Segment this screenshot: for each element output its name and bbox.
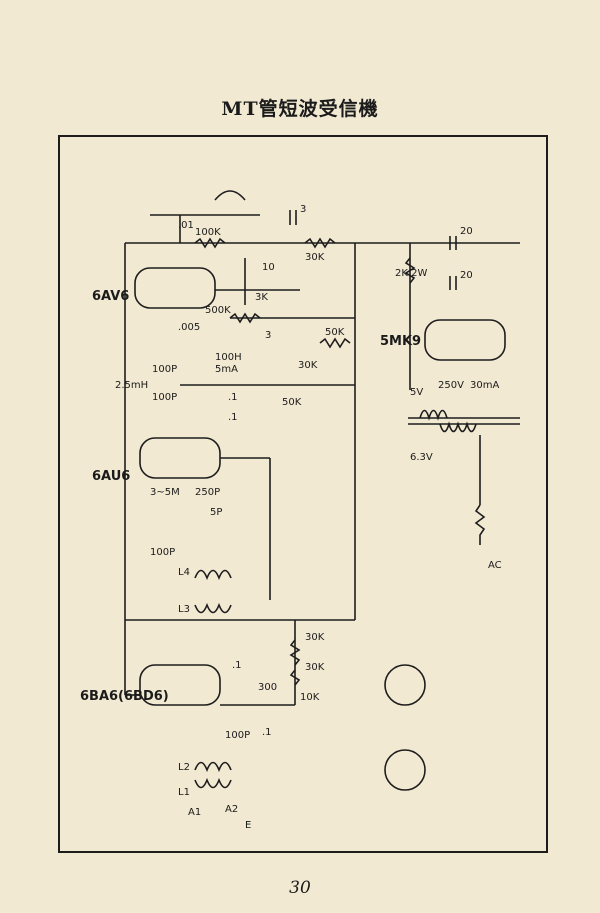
resistor-2k-2w	[404, 257, 416, 284]
label-3-b: 3	[265, 330, 271, 341]
label-10: 10	[262, 262, 275, 273]
label-50k: 50K	[325, 327, 345, 338]
socket-diagram-1	[384, 664, 426, 706]
label-100p-c: 100P	[150, 547, 175, 558]
label-100k: 100K	[195, 227, 221, 238]
label-2k-2w: 2K 2W	[395, 268, 427, 279]
label-63v: 6.3V	[410, 452, 433, 463]
transformer-primary	[419, 409, 448, 421]
coil-l2	[194, 761, 232, 773]
page-title: MT管短波受信機	[221, 98, 379, 120]
resistor-30k-d	[289, 669, 301, 686]
label-01: .01	[178, 220, 194, 231]
label-005: .005	[178, 322, 200, 333]
socket-diagram-2	[384, 749, 426, 791]
label-30ma: 30mA	[470, 380, 499, 391]
resistor-50k	[319, 337, 351, 349]
label-100p-b: 100P	[152, 392, 177, 403]
label-250v: 250V	[438, 380, 464, 391]
label-e: E	[245, 820, 251, 831]
label-a1: A1	[188, 807, 201, 818]
label-20-a: 20	[460, 226, 473, 237]
coil-l3	[194, 602, 232, 614]
label-l3: L3	[178, 604, 190, 615]
headphone-icon	[214, 190, 246, 201]
label-500k: 500K	[205, 305, 231, 316]
label-30k-d: 30K	[305, 662, 325, 673]
coil-l1	[194, 777, 232, 789]
label-30k-c: 30K	[305, 632, 325, 643]
label-3-5m: 3~5M	[150, 487, 180, 498]
label-l4: L4	[178, 567, 190, 578]
label-30k-top: 30K	[305, 252, 325, 263]
label-ac: AC	[488, 560, 502, 571]
resistor-500k	[229, 312, 261, 324]
resistor-30k-top	[304, 237, 336, 249]
label-250p: 250P	[195, 487, 220, 498]
transformer-secondary	[439, 421, 477, 433]
resistor-30k-c	[289, 639, 301, 666]
tube-6av6-envelope	[134, 267, 216, 309]
schematic-frame	[58, 135, 548, 853]
label-50k-b: 50K	[282, 397, 302, 408]
resistor-100k	[194, 237, 226, 249]
tube-6au6-envelope	[139, 437, 221, 479]
ac-cord	[474, 504, 486, 545]
label-100p-a: 100P	[152, 364, 177, 375]
label-25mh: 2.5mH	[115, 380, 148, 391]
tube-6ba6-envelope	[139, 664, 221, 706]
tube-label-5mk9: 5MK9	[380, 334, 421, 349]
label-a2: A2	[225, 804, 238, 815]
label-1-a: .1	[228, 392, 238, 403]
label-300: 300	[258, 682, 277, 693]
label-l1: L1	[178, 787, 190, 798]
tube-5mk9-envelope	[424, 319, 506, 361]
label-100p-d: 100P	[225, 730, 250, 741]
tube-label-6au6: 6AU6	[92, 469, 130, 484]
label-10k: 10K	[300, 692, 320, 703]
label-3-a: 3	[300, 204, 306, 215]
label-20-b: 20	[460, 270, 473, 281]
label-5ma: 5mA	[215, 364, 238, 375]
label-3k: 3K	[255, 292, 268, 303]
label-30k-vr: 30K	[298, 360, 318, 371]
coil-l4	[194, 569, 232, 581]
label-1-b: .1	[228, 412, 238, 423]
label-1-d: .1	[262, 727, 272, 738]
label-100h: 100H	[215, 352, 242, 363]
label-5v: 5V	[410, 387, 423, 398]
tube-label-6av6: 6AV6	[92, 289, 129, 304]
tube-label-6ba6: 6BA6(6BD6)	[80, 689, 169, 704]
label-1-c: .1	[232, 660, 242, 671]
label-5p: 5P	[210, 507, 222, 518]
page-number: 30	[289, 878, 311, 898]
label-l2: L2	[178, 762, 190, 773]
